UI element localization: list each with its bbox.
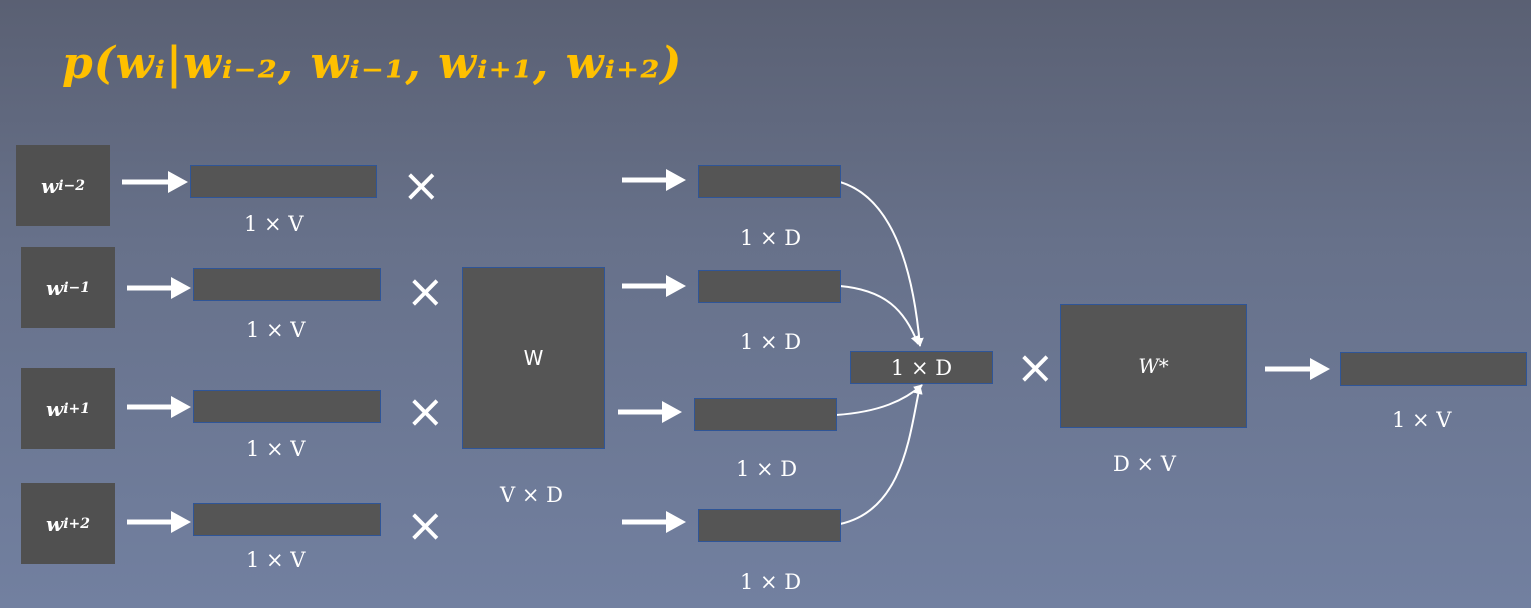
embedding-vector-1 <box>698 165 841 198</box>
matrix-w-dims: V × D <box>500 483 563 507</box>
word-subscript: i−1 <box>63 279 90 296</box>
word-letter: w <box>45 396 64 421</box>
one-hot-vector-3 <box>193 390 381 423</box>
embedding-vector-4 <box>698 509 841 542</box>
arrowhead-1 <box>168 171 188 193</box>
vector-dims-label-2: 1 × V <box>246 318 306 342</box>
embed-arrows <box>618 169 686 533</box>
title-text: 𝒑(𝒘ᵢ|𝒘ᵢ₋₂, 𝒘ᵢ₋₁, 𝒘ᵢ₊₁, 𝒘ᵢ₊₂) <box>62 38 683 89</box>
embedding-dims-label-3: 1 × D <box>736 457 798 481</box>
sum-vector: 1 × D <box>850 351 993 384</box>
arrowhead-4 <box>171 511 191 533</box>
one-hot-vector-2 <box>193 268 381 301</box>
embedding-dims-label-4: 1 × D <box>740 570 802 594</box>
word-letter: w <box>40 173 59 198</box>
sum-vector-label: 1 × D <box>890 355 953 380</box>
word-subscript: i−2 <box>58 177 85 194</box>
word-letter: w <box>45 511 64 536</box>
vector-dims-label-4: 1 × V <box>246 548 306 572</box>
input-arrows <box>122 171 191 533</box>
word-letter: w <box>45 275 64 300</box>
embedding-vector-2 <box>698 270 841 303</box>
sum-curves <box>835 181 924 525</box>
matrix-w: W <box>462 267 605 449</box>
times-symbol-2: × <box>406 264 445 318</box>
formula-title: 𝒑(𝒘ᵢ|𝒘ᵢ₋₂, 𝒘ᵢ₋₁, 𝒘ᵢ₊₁, 𝒘ᵢ₊₂) <box>62 38 682 89</box>
one-hot-vector-4 <box>193 503 381 536</box>
word-subscript: i+1 <box>63 400 90 417</box>
embedding-dims-label-1: 1 × D <box>740 226 802 250</box>
embedding-vector-3 <box>694 398 837 431</box>
output-vector <box>1340 352 1527 386</box>
one-hot-vector-1 <box>190 165 377 198</box>
output-dims-label: 1 × V <box>1392 408 1452 432</box>
embedding-dims-label-2: 1 × D <box>740 330 802 354</box>
matrix-w-star: W* <box>1060 304 1247 428</box>
matrix-w-star-name: W* <box>1138 354 1169 378</box>
times-symbol-4: × <box>406 498 445 552</box>
vector-dims-label-1: 1 × V <box>244 212 304 236</box>
matrix-w-name: W <box>523 346 544 370</box>
vector-dims-label-3: 1 × V <box>246 437 306 461</box>
times-symbol-5: × <box>1016 340 1055 394</box>
matrix-w-star-dims: D × V <box>1113 452 1176 476</box>
word-subscript: i+2 <box>63 515 90 532</box>
output-arrow <box>1265 358 1330 380</box>
times-symbol-1: × <box>402 158 441 212</box>
arrowhead-3 <box>171 396 191 418</box>
arrowhead-2 <box>171 277 191 299</box>
times-symbol-3: × <box>406 384 445 438</box>
